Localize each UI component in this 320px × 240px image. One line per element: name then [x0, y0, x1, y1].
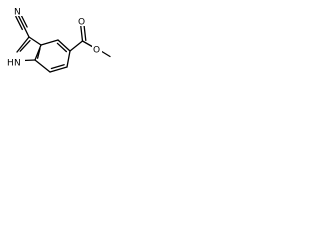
ester-group: [69, 25, 111, 58]
ester-methoxy-o-label: O: [93, 46, 100, 56]
nitrile-triple-bond: [15, 13, 28, 31]
nitrile-n-label: N: [14, 8, 21, 18]
pyrrole-ring: [16, 36, 42, 62]
c3-cn-bond: [24, 27, 30, 38]
indole-structure-diagram: N O O H N: [5, 6, 111, 73]
indole-nh-label-bg: [5, 57, 25, 67]
indole-nh-h-label: H: [7, 59, 14, 69]
ester-carbonyl-o-label-bg: [77, 16, 87, 26]
benzene-ring: [34, 39, 71, 73]
nitrile-n-label-bg: [13, 6, 23, 16]
ester-methoxy-o-label-bg: [92, 44, 102, 54]
indole-nh-n-label: N: [14, 59, 21, 69]
ester-carbonyl-o-label: O: [78, 18, 85, 28]
